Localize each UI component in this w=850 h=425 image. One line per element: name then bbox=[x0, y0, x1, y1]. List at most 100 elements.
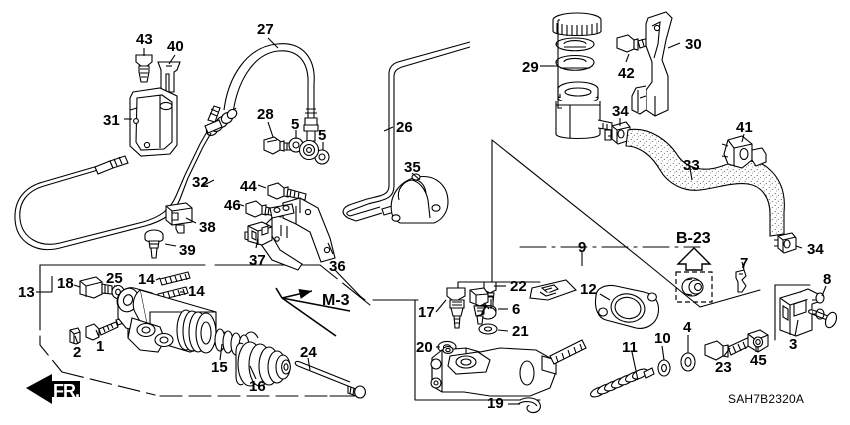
part-reservoir-body bbox=[555, 81, 613, 141]
callout-30: 30 bbox=[685, 36, 702, 53]
callout-38: 38 bbox=[199, 219, 216, 236]
callout-45: 45 bbox=[750, 352, 767, 369]
part-29-diaphragm bbox=[555, 37, 595, 52]
part-19-clip bbox=[517, 397, 541, 414]
part-4-washer bbox=[680, 352, 696, 372]
callout-35: 35 bbox=[404, 159, 421, 176]
part-master-cylinder-body bbox=[430, 346, 557, 397]
leader-lines bbox=[36, 19, 827, 405]
part-b23-bushing bbox=[681, 277, 704, 297]
callout-16: 16 bbox=[249, 378, 266, 395]
part-26-clutch-pipe bbox=[342, 41, 471, 222]
callout-8: 8 bbox=[823, 271, 832, 288]
part-3-bracket bbox=[779, 288, 825, 337]
part-21-washer bbox=[478, 323, 498, 335]
callout-42: 42 bbox=[618, 65, 635, 82]
callout-26: 26 bbox=[396, 119, 413, 136]
part-28-bolt bbox=[263, 136, 303, 155]
part-41-clamp bbox=[721, 135, 767, 169]
callout-5-b: 5 bbox=[318, 127, 327, 144]
callout-27: 27 bbox=[257, 21, 274, 38]
part-40-clip bbox=[157, 61, 181, 93]
callout-14-b: 14 bbox=[188, 283, 205, 300]
part-18-fitting bbox=[79, 276, 113, 299]
part-29-reservoir-cap bbox=[552, 12, 602, 37]
part-32-line-nut bbox=[94, 155, 129, 175]
callout-32: 32 bbox=[192, 174, 209, 191]
callout-22: 22 bbox=[510, 278, 527, 295]
callout-1: 1 bbox=[96, 338, 105, 355]
callout-7-b: 7 bbox=[740, 255, 749, 272]
part-7-clip-upper bbox=[735, 269, 747, 293]
part-code-label: SAH7B2320A bbox=[728, 392, 805, 406]
callout-37: 37 bbox=[249, 252, 266, 269]
group-box-slave-cylinder bbox=[39, 264, 371, 397]
callout-24: 24 bbox=[300, 344, 317, 361]
callout-21: 21 bbox=[512, 323, 529, 340]
callout-7-a: 7 bbox=[479, 302, 488, 319]
callout-5-a: 5 bbox=[291, 116, 300, 133]
part-38-clamp bbox=[165, 202, 193, 234]
part-43-bolt bbox=[135, 54, 153, 83]
callout-3: 3 bbox=[789, 336, 798, 353]
part-17-valve bbox=[446, 287, 466, 329]
callout-13: 13 bbox=[18, 284, 35, 301]
callout-15: 15 bbox=[211, 359, 228, 376]
callout-40: 40 bbox=[167, 38, 184, 55]
callout-18: 18 bbox=[57, 275, 74, 292]
callout-28: 28 bbox=[257, 106, 274, 123]
marker-m3: M-3 bbox=[322, 292, 350, 309]
fr-arrow bbox=[26, 374, 80, 404]
callout-36: 36 bbox=[329, 258, 346, 275]
callout-25: 25 bbox=[106, 270, 123, 287]
part-9-plate bbox=[529, 279, 578, 301]
callout-4: 4 bbox=[683, 319, 692, 336]
part-16-boot bbox=[235, 341, 291, 387]
m3-arrow bbox=[275, 287, 351, 337]
group-box-right bbox=[774, 284, 811, 341]
marker-b23: B-23 bbox=[676, 230, 711, 247]
part-34-clamp-b bbox=[774, 232, 797, 254]
callout-14-a: 14 bbox=[138, 271, 155, 288]
b23-dashed-box bbox=[675, 271, 713, 303]
callout-17: 17 bbox=[418, 304, 435, 321]
callout-41: 41 bbox=[736, 119, 753, 136]
callout-33: 33 bbox=[683, 157, 700, 174]
callout-46: 46 bbox=[224, 197, 241, 214]
callout-34-b: 34 bbox=[807, 241, 824, 258]
group-box-master-cylinder bbox=[372, 139, 761, 308]
callout-12: 12 bbox=[580, 281, 597, 298]
callout-43: 43 bbox=[136, 31, 153, 48]
part-45-nut bbox=[747, 329, 769, 353]
b23-arrow bbox=[676, 247, 712, 271]
callout-29: 29 bbox=[522, 59, 539, 76]
callout-20: 20 bbox=[416, 339, 433, 356]
part-1-bleeder bbox=[85, 317, 127, 341]
part-24-pushrod bbox=[294, 360, 366, 399]
part-35-cover bbox=[390, 173, 449, 224]
callout-34-a: 34 bbox=[612, 103, 629, 120]
part-14-pin-a bbox=[159, 271, 191, 286]
part-31-bracket bbox=[129, 87, 178, 157]
part-32-upper-end bbox=[204, 105, 223, 134]
part-30-bracket bbox=[631, 11, 673, 117]
part-44-bolt bbox=[267, 182, 307, 201]
callout-39: 39 bbox=[179, 242, 196, 259]
part-7-clip-lower bbox=[469, 287, 489, 325]
callout-2: 2 bbox=[73, 344, 82, 361]
part-11-spring bbox=[590, 367, 655, 398]
part-37-switch bbox=[244, 221, 273, 246]
part-33-hose bbox=[625, 128, 785, 237]
callout-23: 23 bbox=[715, 359, 732, 376]
part-hose-end-eye bbox=[298, 139, 320, 161]
callout-44: 44 bbox=[240, 178, 257, 195]
callout-31: 31 bbox=[103, 112, 120, 129]
part-29-seal bbox=[555, 54, 595, 71]
callout-10: 10 bbox=[654, 330, 671, 347]
direction-marker-fr: FR. bbox=[53, 381, 80, 401]
part-mc-pushrod-thread bbox=[549, 339, 587, 365]
group-box-m3 bbox=[334, 269, 366, 301]
callout-11: 11 bbox=[622, 339, 638, 356]
